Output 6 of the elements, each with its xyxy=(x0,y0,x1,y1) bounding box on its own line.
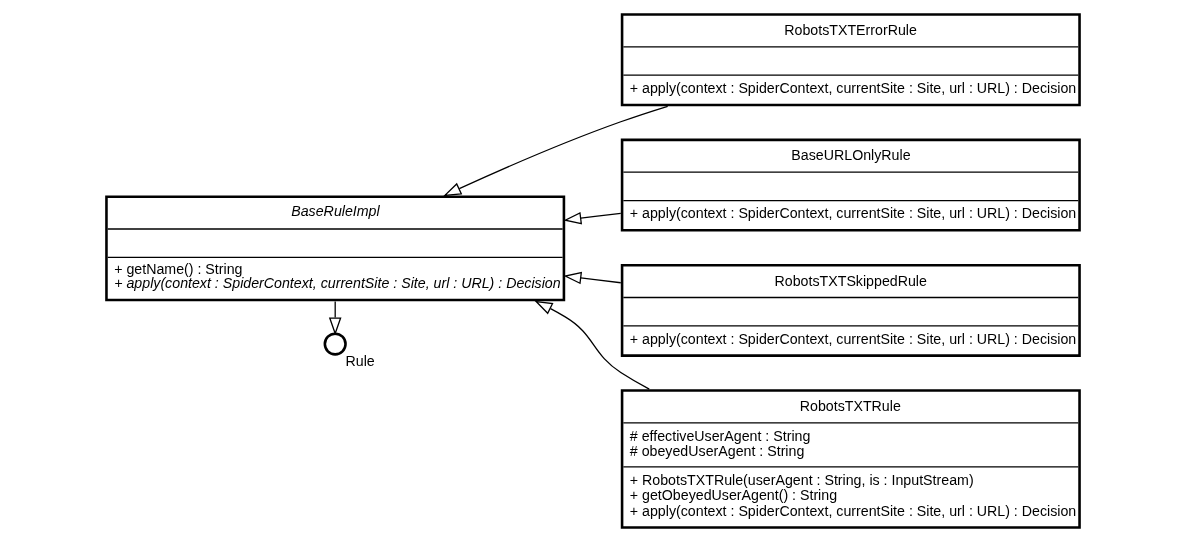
arrow xyxy=(443,105,669,197)
node-circle xyxy=(323,332,347,356)
arrow xyxy=(563,211,622,225)
arrow xyxy=(534,300,650,390)
node-label: Rule xyxy=(345,352,375,369)
arrow xyxy=(563,271,622,285)
